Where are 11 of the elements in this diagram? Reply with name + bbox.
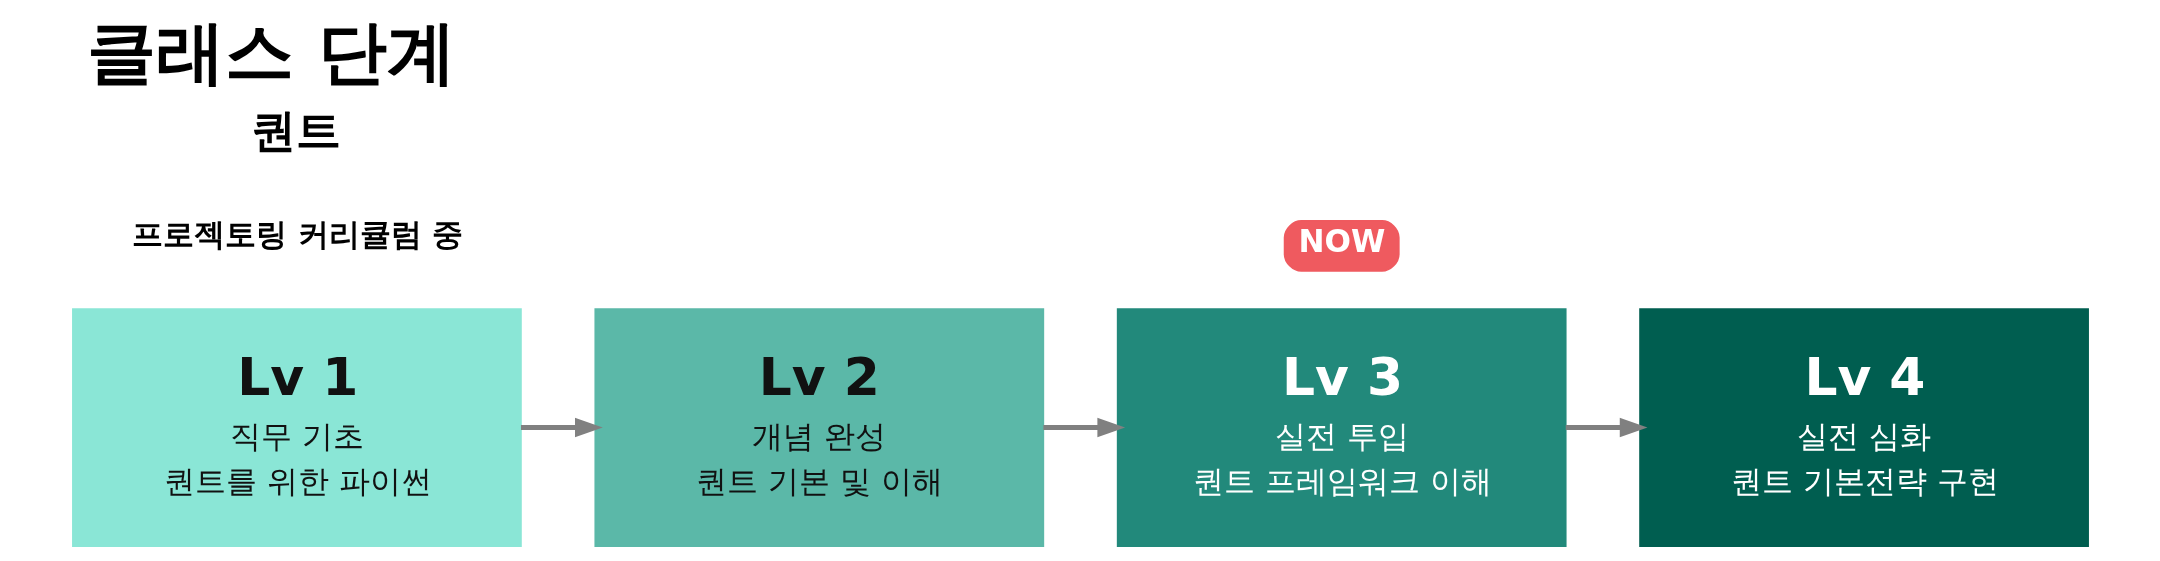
arrow bbox=[1042, 417, 1125, 438]
label: 퀀트 bbox=[250, 104, 341, 158]
node-box: Lv 1 직무 기초 퀀트를 위한 파이썬 bbox=[71, 308, 522, 547]
arrow bbox=[520, 417, 603, 438]
node-box: Lv 3 실전 투입 퀀트 프레임워크 이해 bbox=[1116, 308, 1567, 547]
label: 프로젝토링 커리큘럼 중 bbox=[131, 215, 463, 252]
diagram-title: 클래스 단계 bbox=[86, 11, 456, 92]
arrow bbox=[1565, 417, 1647, 438]
node-label: NOW bbox=[1297, 222, 1385, 259]
node-box: Lv 4 실전 심화 퀀트 기본전략 구현 bbox=[1638, 308, 2089, 547]
node-box: Lv 2 개념 완성 퀀트 기본 및 이해 bbox=[593, 308, 1044, 547]
